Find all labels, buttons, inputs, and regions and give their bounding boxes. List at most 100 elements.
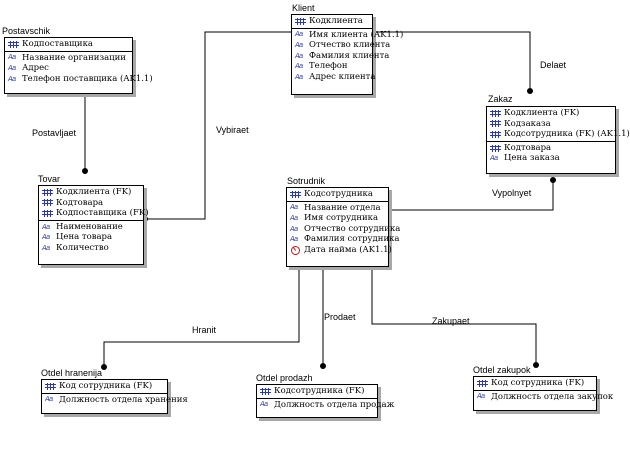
entity-key-section: Кодпоставщика: [5, 38, 132, 52]
entity-key-section: Код сотрудника (FK): [474, 377, 596, 391]
key-icon: [490, 120, 501, 128]
attribute-row: Кодклиента (FK): [42, 187, 141, 198]
text-attribute-icon: [42, 224, 53, 231]
cardinality-dot-tovar: [82, 168, 88, 174]
attribute-text: Кодзаказа: [504, 118, 551, 129]
entity-key-section: Кодсотрудника (FK): [257, 385, 377, 399]
key-icon: [8, 40, 19, 48]
key-icon: [490, 144, 501, 152]
text-attribute-icon: [42, 234, 53, 241]
entity-tovar[interactable]: Кодклиента (FK) Кодтовара Кодпоставщика …: [38, 185, 149, 265]
text-attribute-icon: [295, 31, 306, 38]
key-icon: [45, 382, 56, 390]
entity-key-section: Кодклиента (FK) Кодтовара Кодпоставщика …: [39, 186, 149, 221]
attribute-row: Должность отдела закупок: [477, 392, 613, 403]
attribute-row: Цена товара: [42, 232, 141, 243]
attribute-text: Код сотрудника (FK): [491, 378, 585, 388]
text-attribute-icon: [295, 63, 306, 70]
entity-otdel-hranenija[interactable]: Код сотрудника (FK) Должность отдела хра…: [41, 379, 188, 414]
attribute-text: Кодклиента (FK): [56, 187, 132, 197]
attribute-text: Кодсотрудника (FK): [274, 386, 365, 396]
attribute-text: Кодсотрудника: [304, 189, 373, 199]
attribute-text: Имя клиента (AK1.1): [309, 29, 404, 40]
rel-label-hranit: Hranit: [192, 325, 217, 335]
attribute-row: Кодсотрудника (FK): [260, 386, 375, 397]
entity-postavschik[interactable]: Кодпоставщика Название организации Адрес…: [4, 37, 153, 94]
entity-zakaz[interactable]: Кодклиента (FK) Кодзаказа Кодсотрудника …: [486, 106, 630, 174]
attribute-text: Адрес клиента: [309, 71, 376, 82]
rel-label-zakupaet: Zakupaet: [432, 316, 470, 326]
entity-attr-section: Должность отдела хранения: [42, 394, 188, 407]
attribute-text: Телефон поставщика (AK1.1): [22, 73, 153, 84]
attribute-text: Должность отдела закупок: [491, 391, 614, 402]
key-icon: [260, 387, 271, 395]
key-icon: [42, 199, 53, 207]
entity-key-section: Кодсотрудника: [287, 188, 388, 202]
line-vybiraet: [146, 31, 291, 220]
attribute-row: Кодзаказа: [490, 119, 613, 130]
attribute-text: Адрес: [22, 63, 49, 74]
entity-attr-section: Название отдела Имя сотрудника Отчество …: [287, 202, 400, 257]
attribute-row: Кодсотрудника: [290, 189, 386, 200]
attribute-text: Кодпоставщика (FK): [56, 208, 149, 219]
rel-label-vypolnyet: Vypolnyet: [492, 188, 532, 198]
entity-key-section: Код сотрудника (FK): [42, 380, 167, 394]
attribute-row: Дата найма (AK1.1): [290, 245, 392, 256]
date-attribute-icon: [291, 245, 300, 255]
entity-klient[interactable]: Кодклиента Имя клиента (AK1.1) Отчество …: [291, 14, 403, 95]
text-attribute-icon: [490, 155, 501, 162]
text-attribute-icon: [290, 204, 301, 211]
text-attribute-icon: [295, 42, 306, 49]
attribute-text: Отчество клиента: [309, 40, 391, 51]
attribute-row: Телефон: [295, 61, 370, 72]
key-icon: [42, 209, 53, 217]
attribute-row: Кодклиента (FK): [490, 108, 613, 119]
attribute-row: Отчество клиента: [295, 40, 390, 51]
attribute-row: Отчество сотрудника: [290, 224, 400, 235]
attribute-row: Код сотрудника (FK): [477, 378, 594, 389]
attribute-row: Фамилия клиента: [295, 51, 389, 62]
entity-attr-section: Кодтовара Цена заказа: [487, 142, 615, 165]
attribute-row: Имя клиента (AK1.1): [295, 30, 403, 41]
cardinality-dot-zakaz: [527, 88, 533, 94]
key-icon: [295, 17, 306, 25]
attribute-text: Кодтовара: [56, 197, 104, 208]
text-attribute-icon: [8, 76, 19, 83]
text-attribute-icon: [8, 65, 19, 72]
attribute-row: Должность отдела продаж: [260, 400, 394, 411]
attribute-text: Цена товара: [56, 232, 113, 243]
attribute-row: Кодсотрудника (FK) (AK1.1): [490, 129, 630, 140]
entity-otdel-prodazh[interactable]: Кодсотрудника (FK) Должность отдела прод…: [256, 384, 394, 418]
entity-sotrudnik[interactable]: Кодсотрудника Название отдела Имя сотруд…: [286, 187, 400, 267]
entity-title-tovar: Tovar: [38, 174, 61, 184]
rel-label-prodaet: Prodaet: [324, 312, 356, 322]
attribute-text: Кодпоставщика: [22, 39, 93, 49]
text-attribute-icon: [290, 226, 301, 233]
entity-title-sotrudnik: Sotrudnik: [287, 176, 326, 186]
entity-title-otdel-zakupok: Otdel zakupok: [473, 365, 531, 375]
rel-label-postavljaet: Postavljaet: [32, 128, 77, 138]
attribute-row: Количество: [42, 243, 141, 254]
attribute-text: Фамилия сотрудника: [304, 234, 400, 245]
entity-key-section: Кодклиента (FK) Кодзаказа Кодсотрудника …: [487, 107, 630, 142]
cardinality-dot-otdel-prodazh: [320, 363, 326, 369]
entity-title-klient: Klient: [292, 3, 315, 13]
text-attribute-icon: [295, 74, 306, 81]
attribute-row: Кодпоставщика (FK): [42, 208, 149, 219]
key-icon: [477, 379, 488, 387]
text-attribute-icon: [290, 236, 301, 243]
cardinality-dot-vypolnyet: [550, 177, 556, 183]
attribute-row: Название отдела: [290, 203, 386, 214]
text-attribute-icon: [260, 401, 271, 408]
key-icon: [490, 109, 501, 117]
attribute-text: Кодклиента (FK): [504, 108, 580, 118]
attribute-row: Адрес: [8, 63, 130, 74]
entity-attr-section: Должность отдела закупок: [474, 391, 613, 404]
attribute-text: Телефон: [309, 61, 348, 72]
text-attribute-icon: [477, 393, 488, 400]
key-icon: [42, 188, 53, 196]
cardinality-dot-otdel-hranenija: [101, 364, 107, 370]
entity-otdel-zakupok[interactable]: Код сотрудника (FK) Должность отдела зак…: [473, 376, 613, 411]
attribute-row: Адрес клиента: [295, 72, 375, 83]
